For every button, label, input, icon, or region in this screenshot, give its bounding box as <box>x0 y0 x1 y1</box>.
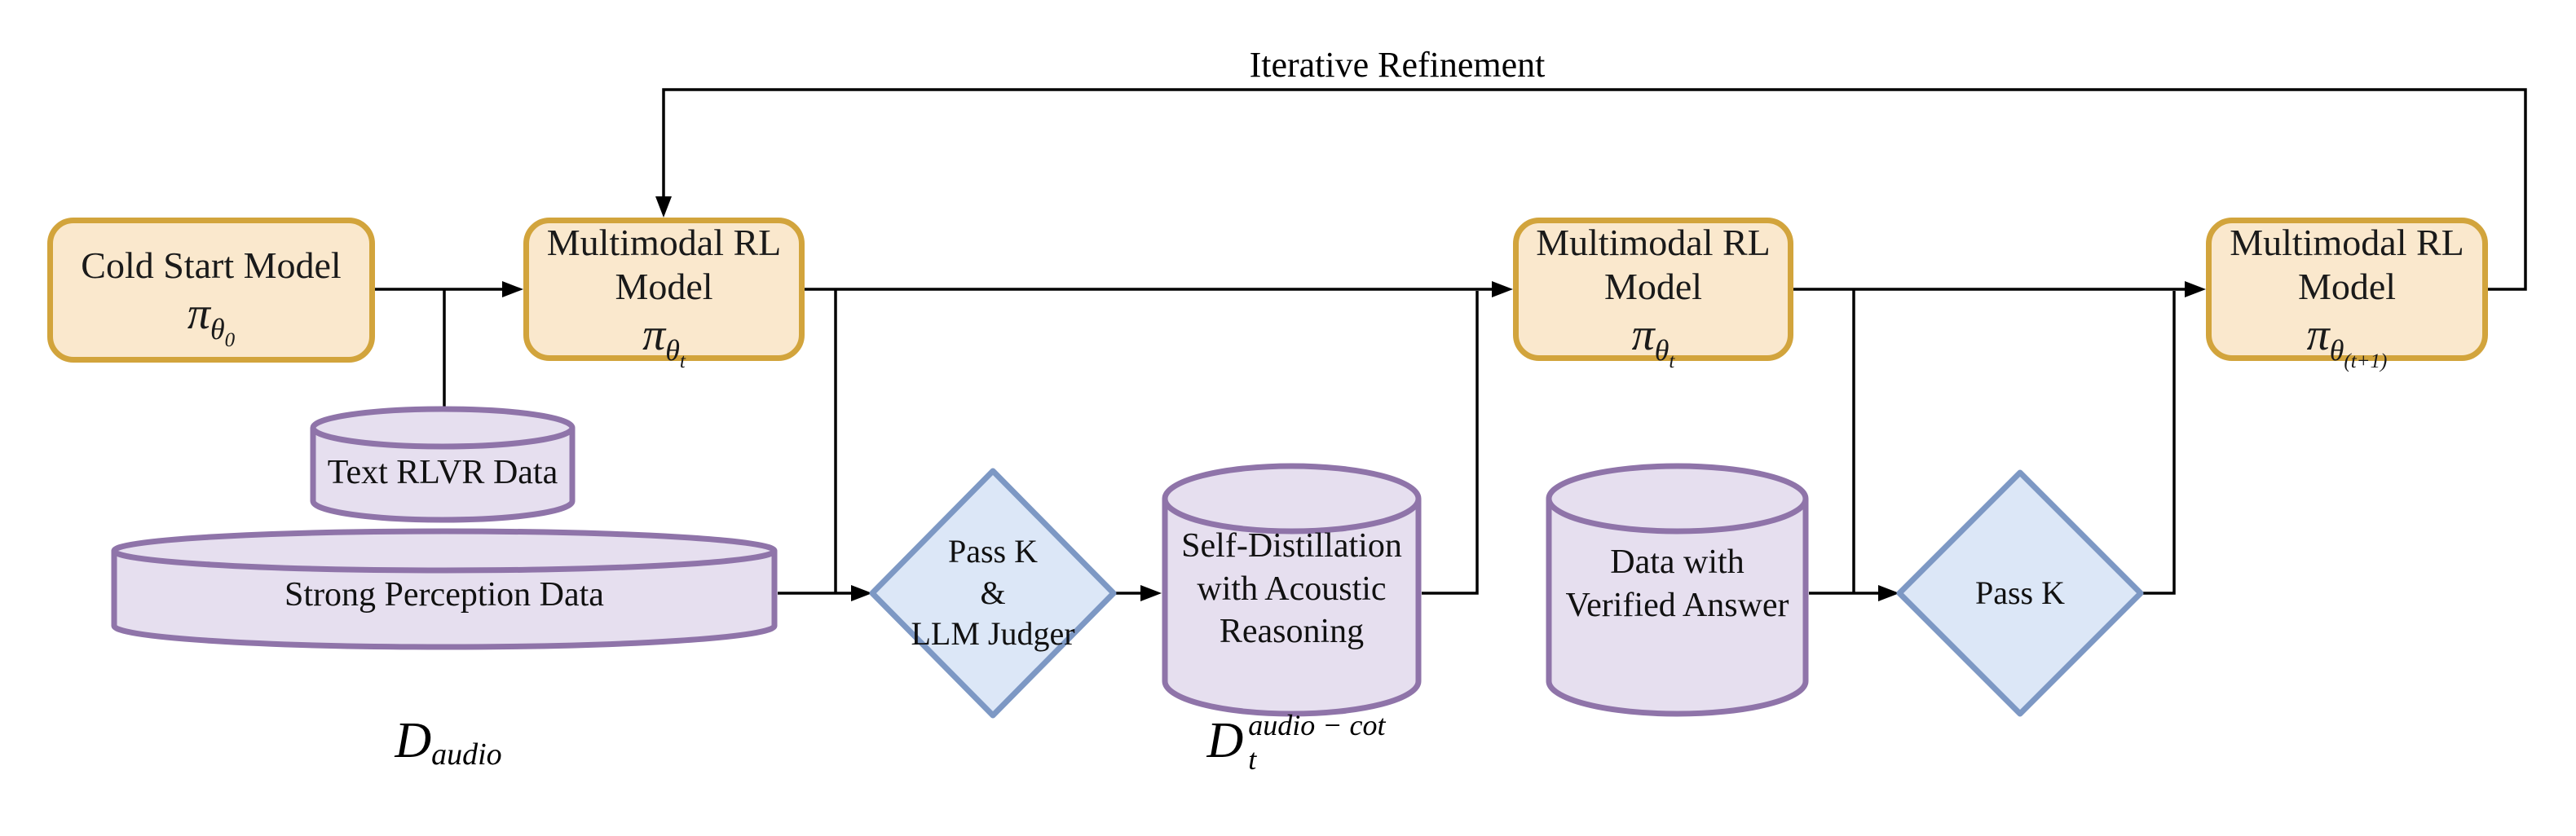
rl3-title-line1: Multimodal RL <box>2230 221 2464 263</box>
cylinder-body <box>111 551 778 650</box>
arrowhead-into-rl2 <box>1492 281 1513 297</box>
label-pass-k-llm-judger: Pass K & LLM Judger <box>879 507 1107 680</box>
arrowhead-into-rl3 <box>2185 281 2206 297</box>
cylinder-top <box>1162 463 1422 535</box>
label-verified-answer: Data with Verified Answer <box>1546 507 1809 662</box>
node-cold-start-model: Cold Start Model πθ0 <box>47 218 375 363</box>
rl2-symbol: πθt <box>1631 310 1675 373</box>
diamond-shape <box>1896 469 2144 717</box>
label-text-rlvr-data: Text RLVR Data <box>327 453 558 491</box>
d-audio-base: D <box>395 713 432 768</box>
judger-line2: & <box>980 574 1006 611</box>
label-d-audio-cot: D audio − cot t <box>1158 711 1435 797</box>
datastore-self-distillation <box>1162 463 1422 717</box>
cold-start-symbol: πθ0 <box>187 288 236 352</box>
node-multimodal-rl-model-2: Multimodal RL Model πθt <box>1513 218 1793 373</box>
judger-line1: Pass K <box>947 533 1039 570</box>
rl3-title-line2: Model <box>2297 266 2397 307</box>
d-audio-cot-sub: t <box>1248 743 1257 776</box>
datastore-text-rlvr <box>310 406 576 523</box>
d-audio-cot-sup: audio − cot <box>1248 709 1386 741</box>
decision-pass-k-llm-judger <box>869 468 1117 719</box>
self-distillation-line3: Reasoning <box>1219 613 1365 651</box>
d-audio-cot-base: D <box>1206 713 1244 768</box>
cylinder-top <box>1546 463 1809 535</box>
cylinder-body <box>1162 499 1422 717</box>
label-strong-perception-data: Strong Perception Data <box>285 575 604 614</box>
rl1-title-line1: Multimodal RL <box>546 221 782 263</box>
d-audio-sub: audio <box>431 737 502 772</box>
cylinder-body <box>1546 499 1809 717</box>
arrowhead-feedback-into-rl1-top <box>655 196 672 218</box>
cold-start-title: Cold Start Model <box>81 244 342 286</box>
rl1-title-line2: Model <box>615 266 713 307</box>
connector-iterative-feedback <box>662 88 2527 291</box>
cylinder-top <box>310 406 576 450</box>
connector-selfdistill-up-to-rl2 <box>1422 291 1479 595</box>
arrowhead-into-rl1 <box>502 281 523 297</box>
verified-answer-line2: Verified Answer <box>1565 587 1789 624</box>
label-self-distillation: Self-Distillation with Acoustic Reasonin… <box>1162 504 1422 675</box>
diamond-shape <box>869 468 1117 719</box>
cylinder-body <box>310 428 576 523</box>
node-multimodal-rl-model-3: Multimodal RL Model πθ(t+1) <box>2206 218 2488 373</box>
d-audio-cot-scripts: audio − cot t <box>1248 711 1385 774</box>
rl2-title-line2: Model <box>1603 266 1703 307</box>
datastore-strong-perception <box>111 528 778 650</box>
label-iterative-refinement: Iterative Refinement <box>1249 45 1546 85</box>
rl3-symbol: πθ(t+1) <box>2306 310 2388 373</box>
cylinder-top <box>111 528 778 574</box>
judger-line3: LLM Judger <box>911 615 1075 653</box>
arrowhead-into-passk <box>1878 585 1899 601</box>
self-distillation-line1: Self-Distillation <box>1181 526 1402 565</box>
connector-passk-up-to-rl3 <box>2141 291 2176 595</box>
rl2-title-line1: Multimodal RL <box>1536 221 1771 263</box>
verified-answer-line1: Data with <box>1610 543 1745 582</box>
arrowhead-into-selfdistill <box>1140 585 1162 601</box>
rl1-symbol: πθt <box>642 310 686 373</box>
datastore-verified-answer <box>1546 463 1809 717</box>
node-multimodal-rl-model-1: Multimodal RL Model πθt <box>523 218 805 373</box>
self-distillation-line2: with Acoustic <box>1197 570 1387 608</box>
arrowhead-into-judger <box>851 585 872 601</box>
decision-pass-k <box>1896 469 2144 717</box>
label-pass-k: Pass K <box>1974 574 2066 611</box>
